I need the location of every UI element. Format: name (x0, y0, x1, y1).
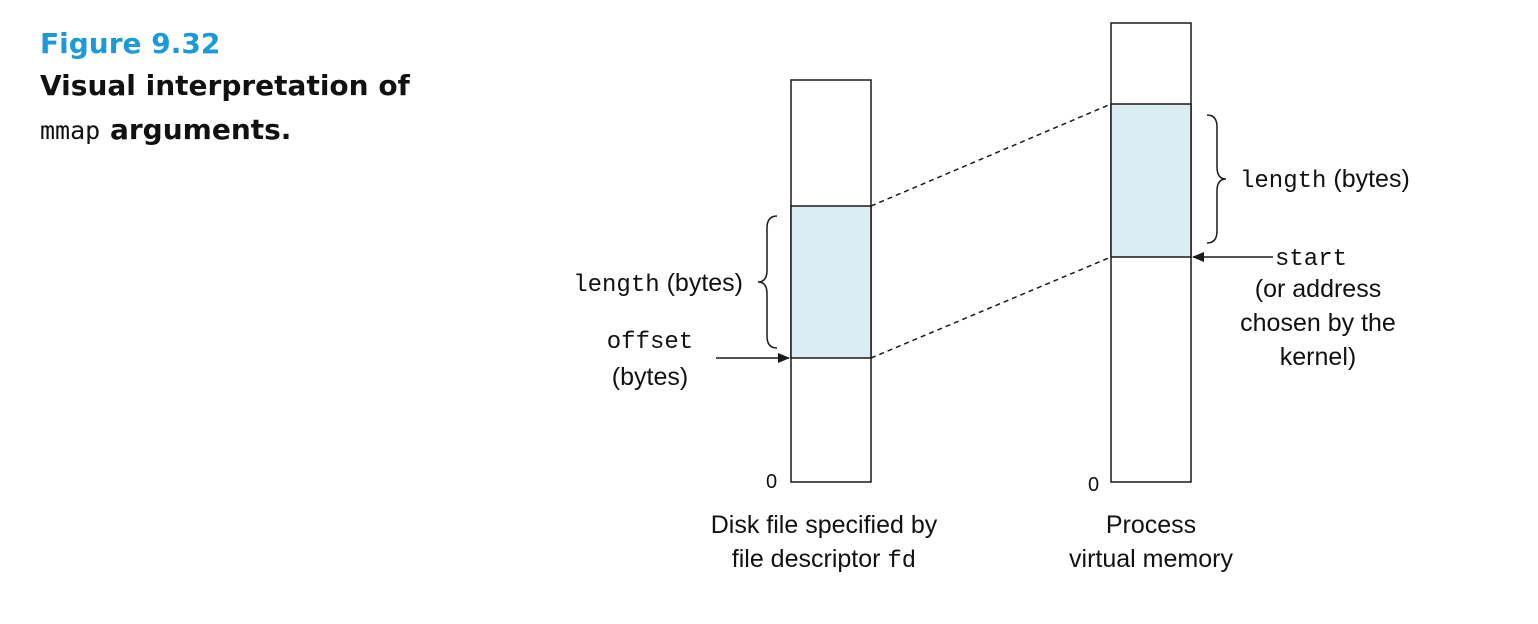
memory-start-label: start (1275, 240, 1347, 277)
disk-caption-fd: fd (887, 548, 917, 575)
disk-offset-label: offset (bytes) (580, 326, 720, 394)
memory-zero-label: 0 (1088, 474, 1100, 496)
disk-mapped-region (790, 205, 872, 359)
memory-start-note-line2: chosen by the (1240, 309, 1396, 337)
memory-start-code: start (1275, 246, 1348, 273)
memory-start-note-line3: kernel) (1279, 343, 1357, 371)
disk-length-unit: (bytes) (666, 269, 743, 297)
disk-caption-line2: file descriptor fd (664, 542, 984, 579)
figure-title-code: mmap (40, 116, 101, 145)
figure-title: Visual interpretation of mmap arguments. (40, 64, 460, 153)
memory-caption-line2: virtual memory (1069, 545, 1233, 573)
memory-start-note-line1: (or address (1254, 275, 1382, 303)
memory-length-brace (1206, 114, 1227, 244)
mapping-dashed-line-top (870, 103, 1112, 207)
memory-length-unit: (bytes) (1333, 165, 1410, 193)
memory-length-label: length (bytes) (1240, 162, 1410, 199)
disk-caption-line1: Disk file specified by (710, 511, 938, 539)
disk-caption-line2-text: file descriptor (731, 545, 881, 573)
memory-start-note: (or address chosen by the kernel) (1208, 272, 1428, 374)
disk-caption: Disk file specified by file descriptor f… (664, 508, 984, 579)
memory-mapped-region (1110, 103, 1192, 258)
figure-title-line1: Visual interpretation of (40, 69, 410, 102)
figure-number: Figure 9.32 (40, 27, 221, 60)
disk-length-brace (757, 215, 778, 349)
disk-length-label: length (bytes) (520, 266, 743, 303)
disk-offset-unit: (bytes) (611, 363, 689, 391)
memory-caption-line1: Process (1105, 511, 1197, 539)
disk-length-code: length (573, 272, 660, 299)
figure-title-line2: mmap arguments. (40, 108, 460, 153)
figure-title-rest: arguments. (109, 113, 292, 146)
disk-zero-label: 0 (766, 471, 778, 493)
memory-length-code: length (1240, 168, 1327, 195)
memory-caption: Process virtual memory (1021, 508, 1281, 576)
figure-caption: Figure 9.32 Visual interpretation of mma… (40, 24, 460, 153)
disk-offset-code: offset (606, 329, 694, 356)
mapping-dashed-line-bottom (870, 256, 1112, 359)
